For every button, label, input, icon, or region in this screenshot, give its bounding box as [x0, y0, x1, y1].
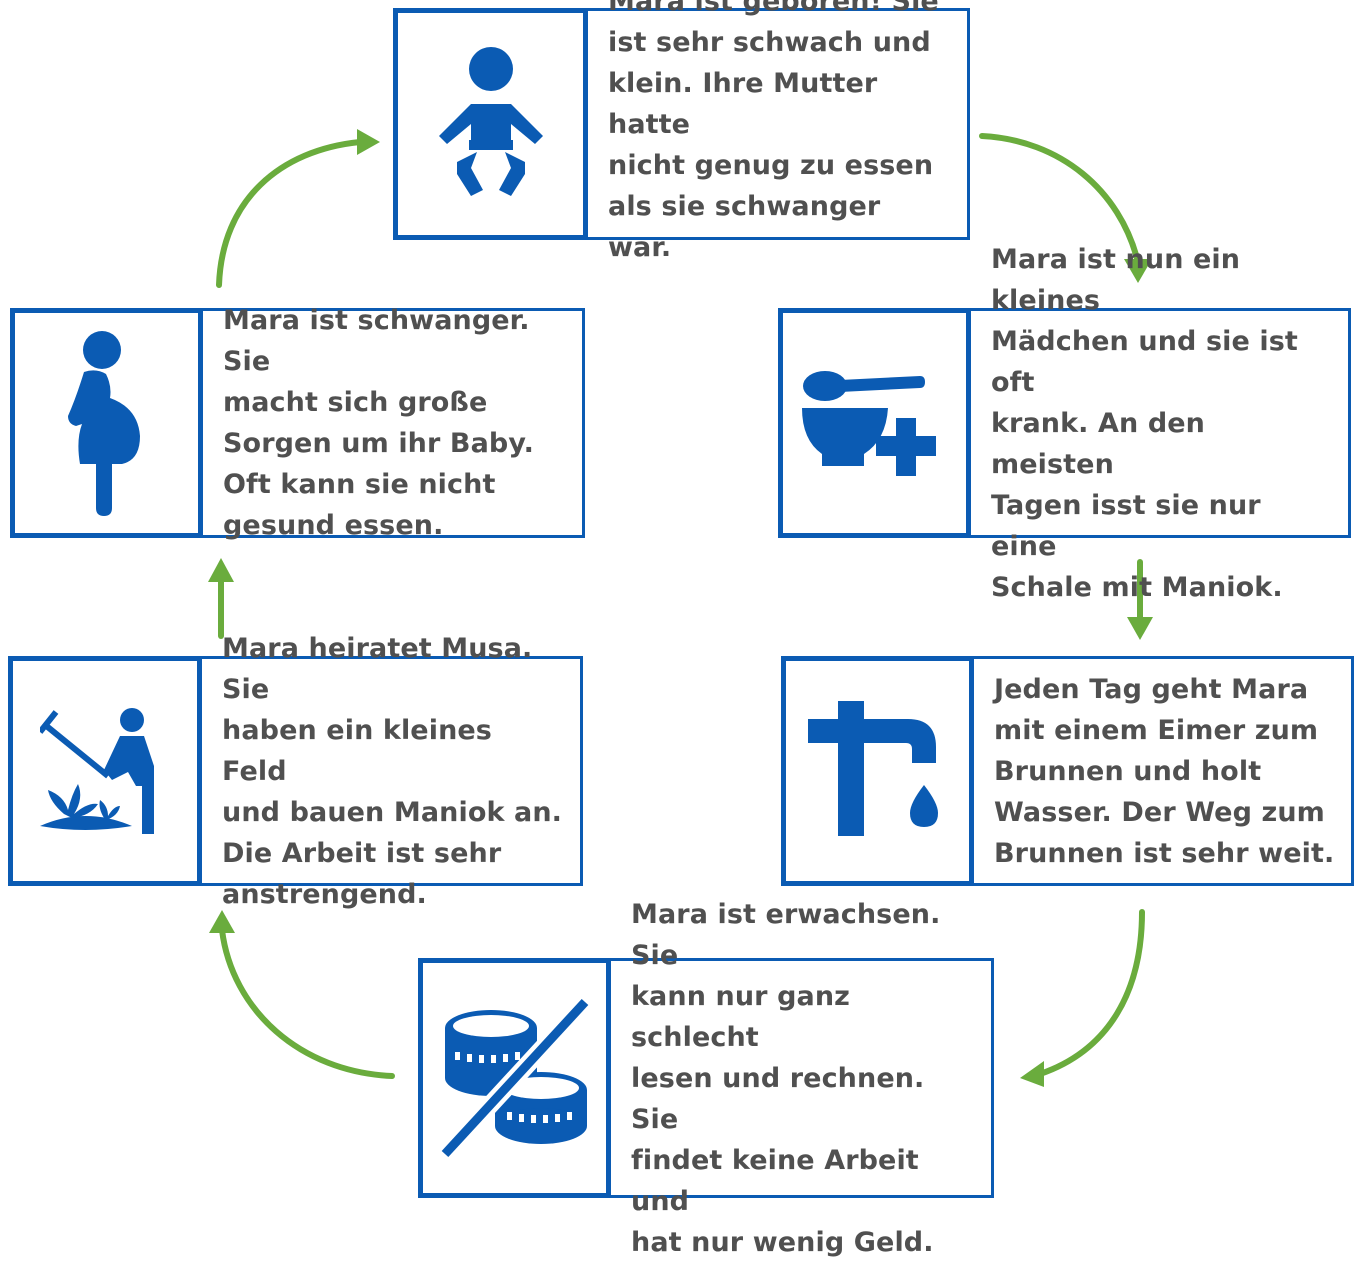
step-card-child: Mara ist nun ein kleines Mädchen und sie…	[778, 244, 1351, 603]
no-money-coins-icon	[437, 998, 592, 1158]
step-text-box: Jeden Tag geht Mara mit einem Eimer zum …	[974, 656, 1354, 886]
pregnant-woman-icon	[67, 331, 140, 516]
step-text-box: Mara ist erwachsen. Sie kann nur ganz sc…	[611, 899, 994, 1258]
arrow-water-to-adult	[1037, 909, 1145, 1077]
arrow-pregnant-to-birth-head	[357, 129, 380, 155]
baby-icon	[438, 47, 543, 196]
step-text-water: Jeden Tag geht Mara mit einem Eimer zum …	[994, 673, 1335, 869]
step-icon-box	[10, 308, 203, 538]
step-icon-box	[393, 8, 588, 240]
step-text-adult: Mara ist erwachsen. Sie kann nur ganz sc…	[631, 898, 941, 1258]
arrow-child-to-water-head	[1127, 617, 1153, 640]
step-card-pregnant: Mara ist schwanger. Sie macht sich große…	[10, 305, 585, 541]
step-text-birth: Mara ist geboren! Sie ist sehr schwach u…	[608, 0, 939, 263]
arrow-water-to-adult-head	[1020, 1061, 1044, 1087]
step-card-farm: Mara heiratet Musa. Sie haben ein kleine…	[8, 633, 583, 910]
step-text-box: Mara heiratet Musa. Sie haben ein kleine…	[202, 633, 583, 910]
step-card-birth: Mara ist geboren! Sie ist sehr schwach u…	[393, 0, 970, 263]
step-text-box: Mara ist schwanger. Sie macht sich große…	[203, 305, 585, 541]
arrow-birth-to-child	[979, 133, 1141, 265]
step-card-adult: Mara ist erwachsen. Sie kann nur ganz sc…	[418, 899, 994, 1258]
arrow-adult-to-farm	[219, 927, 395, 1079]
water-tap-icon	[807, 701, 938, 836]
step-icon-box	[8, 656, 202, 886]
step-text-pregnant: Mara ist schwanger. Sie macht sich große…	[223, 305, 534, 541]
arrow-pregnant-to-birth	[216, 139, 363, 288]
step-text-farm: Mara heiratet Musa. Sie haben ein kleine…	[222, 632, 563, 910]
bowl-spoon-plus-icon	[801, 371, 936, 476]
step-text-child: Mara ist nun ein kleines Mädchen und sie…	[991, 243, 1298, 603]
arrow-adult-to-farm-head	[209, 910, 235, 933]
arrow-farm-to-pregnant-head	[208, 558, 234, 582]
step-text-box: Mara ist geboren! Sie ist sehr schwach u…	[588, 0, 970, 263]
arrow-birth-to-child-head	[1124, 259, 1152, 283]
step-icon-box	[418, 958, 611, 1198]
farmer-hoe-icon	[40, 708, 154, 834]
cycle-arrows	[208, 129, 1153, 1087]
step-text-box: Mara ist nun ein kleines Mädchen und sie…	[971, 244, 1351, 603]
step-icon-box	[781, 656, 974, 886]
step-card-water: Jeden Tag geht Mara mit einem Eimer zum …	[781, 656, 1354, 886]
step-icon-box	[778, 308, 971, 538]
